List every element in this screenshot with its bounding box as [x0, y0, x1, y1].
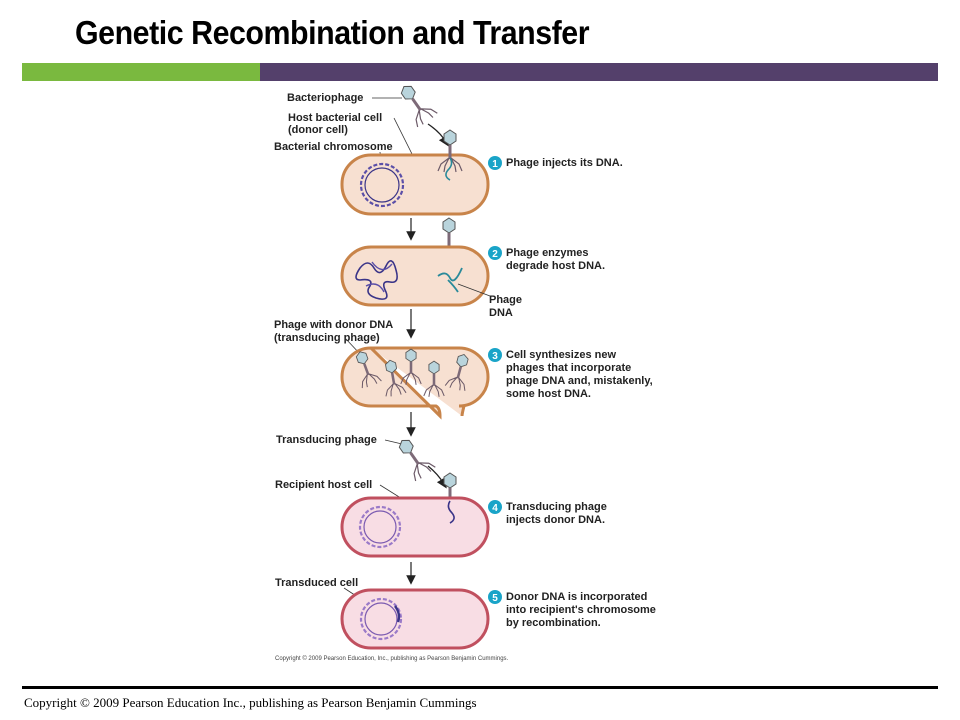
svg-text:by recombination.: by recombination.	[506, 617, 601, 629]
approach-arrow-2	[427, 465, 447, 489]
label-host-cell-2: (donor cell)	[288, 124, 348, 136]
svg-text:4: 4	[492, 503, 498, 514]
donor-cell-step2	[340, 217, 490, 307]
accent-bar-purple	[260, 63, 938, 81]
svg-text:5: 5	[492, 593, 498, 604]
slide-title: Genetic Recombination and Transfer	[75, 14, 590, 51]
svg-text:degrade host DNA.: degrade host DNA.	[506, 260, 605, 272]
svg-text:3: 3	[492, 351, 498, 362]
svg-text:Transducing phage: Transducing phage	[506, 501, 607, 513]
svg-text:Cell synthesizes new: Cell synthesizes new	[506, 349, 616, 361]
label-phage-dna-1: Phage	[489, 294, 522, 306]
approach-arrow-1	[427, 123, 449, 147]
transducing-phage-icon	[391, 433, 437, 483]
svg-text:Phage injects its DNA.: Phage injects its DNA.	[506, 157, 623, 169]
svg-text:phages that incorporate: phages that incorporate	[506, 362, 631, 374]
leader-phage-dna	[457, 283, 491, 297]
step-1: 1 Phage injects its DNA.	[488, 156, 623, 170]
svg-text:2: 2	[492, 249, 498, 260]
svg-text:Donor DNA is incorporated: Donor DNA is incorporated	[506, 591, 647, 603]
label-transducing-phage: Transducing phage	[276, 434, 377, 446]
label-host-cell-1: Host bacterial cell	[288, 112, 382, 124]
label-recipient: Recipient host cell	[275, 479, 372, 491]
label-bacterial-chromosome: Bacterial chromosome	[274, 141, 393, 153]
svg-text:some host DNA.: some host DNA.	[506, 388, 591, 400]
label-phage-donor-1: Phage with donor DNA	[274, 319, 393, 331]
recipient-cell-step4	[340, 472, 490, 558]
footer-copyright: Copyright © 2009 Pearson Education Inc.,…	[24, 695, 477, 710]
svg-text:phage DNA and, mistakenly,: phage DNA and, mistakenly,	[506, 375, 653, 387]
donor-cell-step3	[340, 346, 490, 420]
transduced-cell-step5	[340, 588, 490, 650]
donor-cell-step1	[340, 129, 490, 216]
footer-rule	[22, 686, 938, 689]
label-bacteriophage: Bacteriophage	[287, 92, 363, 104]
leader-transducing-phage	[384, 439, 403, 445]
accent-bar-green	[22, 63, 260, 81]
label-transduced: Transduced cell	[275, 577, 358, 589]
step-4: 4 Transducing phage injects donor DNA.	[488, 500, 607, 526]
label-phage-dna-2: DNA	[489, 307, 513, 319]
bacteriophage-icon	[393, 79, 439, 129]
figure-copyright: Copyright © 2009 Pearson Education, Inc.…	[275, 655, 509, 662]
step-3: 3 Cell synthesizes new phages that incor…	[488, 348, 653, 400]
svg-text:into recipient's chromosome: into recipient's chromosome	[506, 604, 656, 616]
step-5: 5 Donor DNA is incorporated into recipie…	[488, 590, 656, 629]
svg-text:injects donor DNA.: injects donor DNA.	[506, 514, 605, 526]
label-phage-donor-2: (transducing phage)	[274, 332, 380, 344]
step-2: 2 Phage enzymes degrade host DNA.	[488, 246, 605, 272]
svg-text:1: 1	[492, 159, 498, 170]
svg-text:Phage enzymes: Phage enzymes	[506, 247, 589, 259]
